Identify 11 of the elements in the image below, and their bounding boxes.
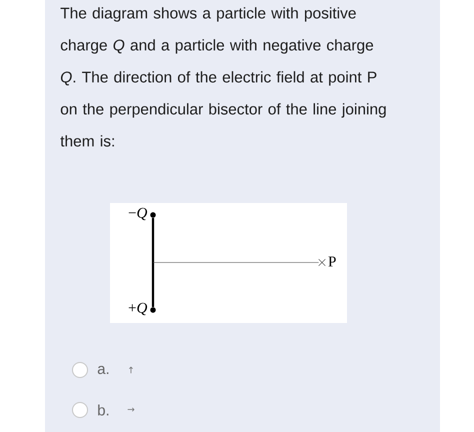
charge-label: +Q xyxy=(128,302,148,316)
charge-label: −Q xyxy=(128,208,148,220)
charge-label: P xyxy=(328,256,336,266)
bisector-line xyxy=(152,262,319,263)
charge-line xyxy=(152,218,154,308)
option-letter: b. xyxy=(98,404,108,416)
option-symbol: → xyxy=(128,408,134,412)
option-letter: a. xyxy=(98,366,108,374)
question-text: The diagram shows a particle with positive charge Q and a particle with negative charge Q. The direction of the electric field at point P on the perpendicular bisector of the line joining them is: xyxy=(60,7,386,147)
point-marker xyxy=(318,258,326,266)
option-symbol: ↑ xyxy=(129,366,133,374)
